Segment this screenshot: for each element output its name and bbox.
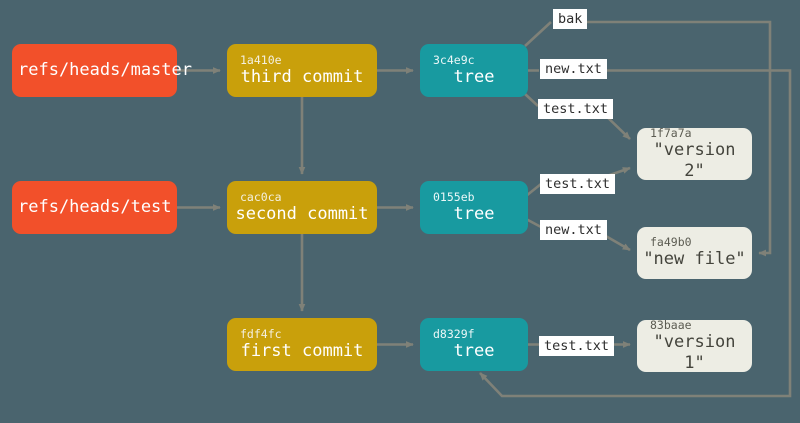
node-title: tree [453, 340, 495, 361]
node-hash: cac0ca [240, 189, 282, 204]
edge-label-test-txt-bottom: test.txt [539, 336, 615, 356]
node-title: third commit [240, 66, 364, 87]
edge-label-test-txt-top: test.txt [538, 99, 614, 119]
node-title: refs/heads/master [18, 60, 192, 80]
node-title: tree [453, 203, 495, 224]
node-blob-83baae[interactable]: 83baae "version 1" [637, 317, 752, 373]
node-title: refs/heads/test [18, 197, 172, 217]
node-tree-0155eb[interactable]: 0155eb tree [420, 181, 528, 234]
node-hash: 1a410e [240, 52, 282, 67]
node-title: "new file" [643, 249, 746, 269]
node-commit-third[interactable]: 1a410e third commit [227, 44, 377, 97]
node-ref-master[interactable]: refs/heads/master [12, 44, 192, 97]
node-title: second commit [235, 203, 369, 224]
node-hash: 83baae [650, 317, 692, 332]
edge-label-new-txt-top: new.txt [540, 59, 607, 79]
edge-label-new-txt-middle: new.txt [540, 220, 607, 240]
node-commit-first[interactable]: fdf4fc first commit [227, 318, 377, 371]
node-hash: 3c4e9c [433, 52, 475, 67]
node-hash: 0155eb [433, 189, 475, 204]
node-blob-fa49b0[interactable]: fa49b0 "new file" [637, 227, 752, 279]
node-title: "version 2" [653, 139, 736, 181]
edge-label-test-txt-middle: test.txt [540, 174, 616, 194]
node-blob-1f7a7a[interactable]: 1f7a7a "version 2" [637, 125, 752, 181]
node-tree-d8329f[interactable]: d8329f tree [420, 318, 528, 371]
edge-tree3c-newtxt-to-newfile [480, 69, 792, 398]
edge-tree3c-bak-to-newfile [524, 20, 772, 253]
node-commit-second[interactable]: cac0ca second commit [227, 181, 377, 234]
node-title: tree [453, 66, 495, 87]
node-hash: d8329f [433, 326, 475, 341]
node-hash: 1f7a7a [650, 125, 692, 140]
node-ref-test[interactable]: refs/heads/test [12, 181, 177, 234]
node-title: first commit [240, 340, 364, 361]
node-hash: fdf4fc [240, 326, 282, 341]
edge-tree0155-newtxt-to-newfile [525, 217, 630, 250]
node-tree-3c4e9c[interactable]: 3c4e9c tree [420, 44, 528, 97]
edge-label-bak: bak [553, 9, 588, 29]
node-hash: fa49b0 [650, 235, 692, 249]
node-title: "version 1" [653, 331, 736, 373]
